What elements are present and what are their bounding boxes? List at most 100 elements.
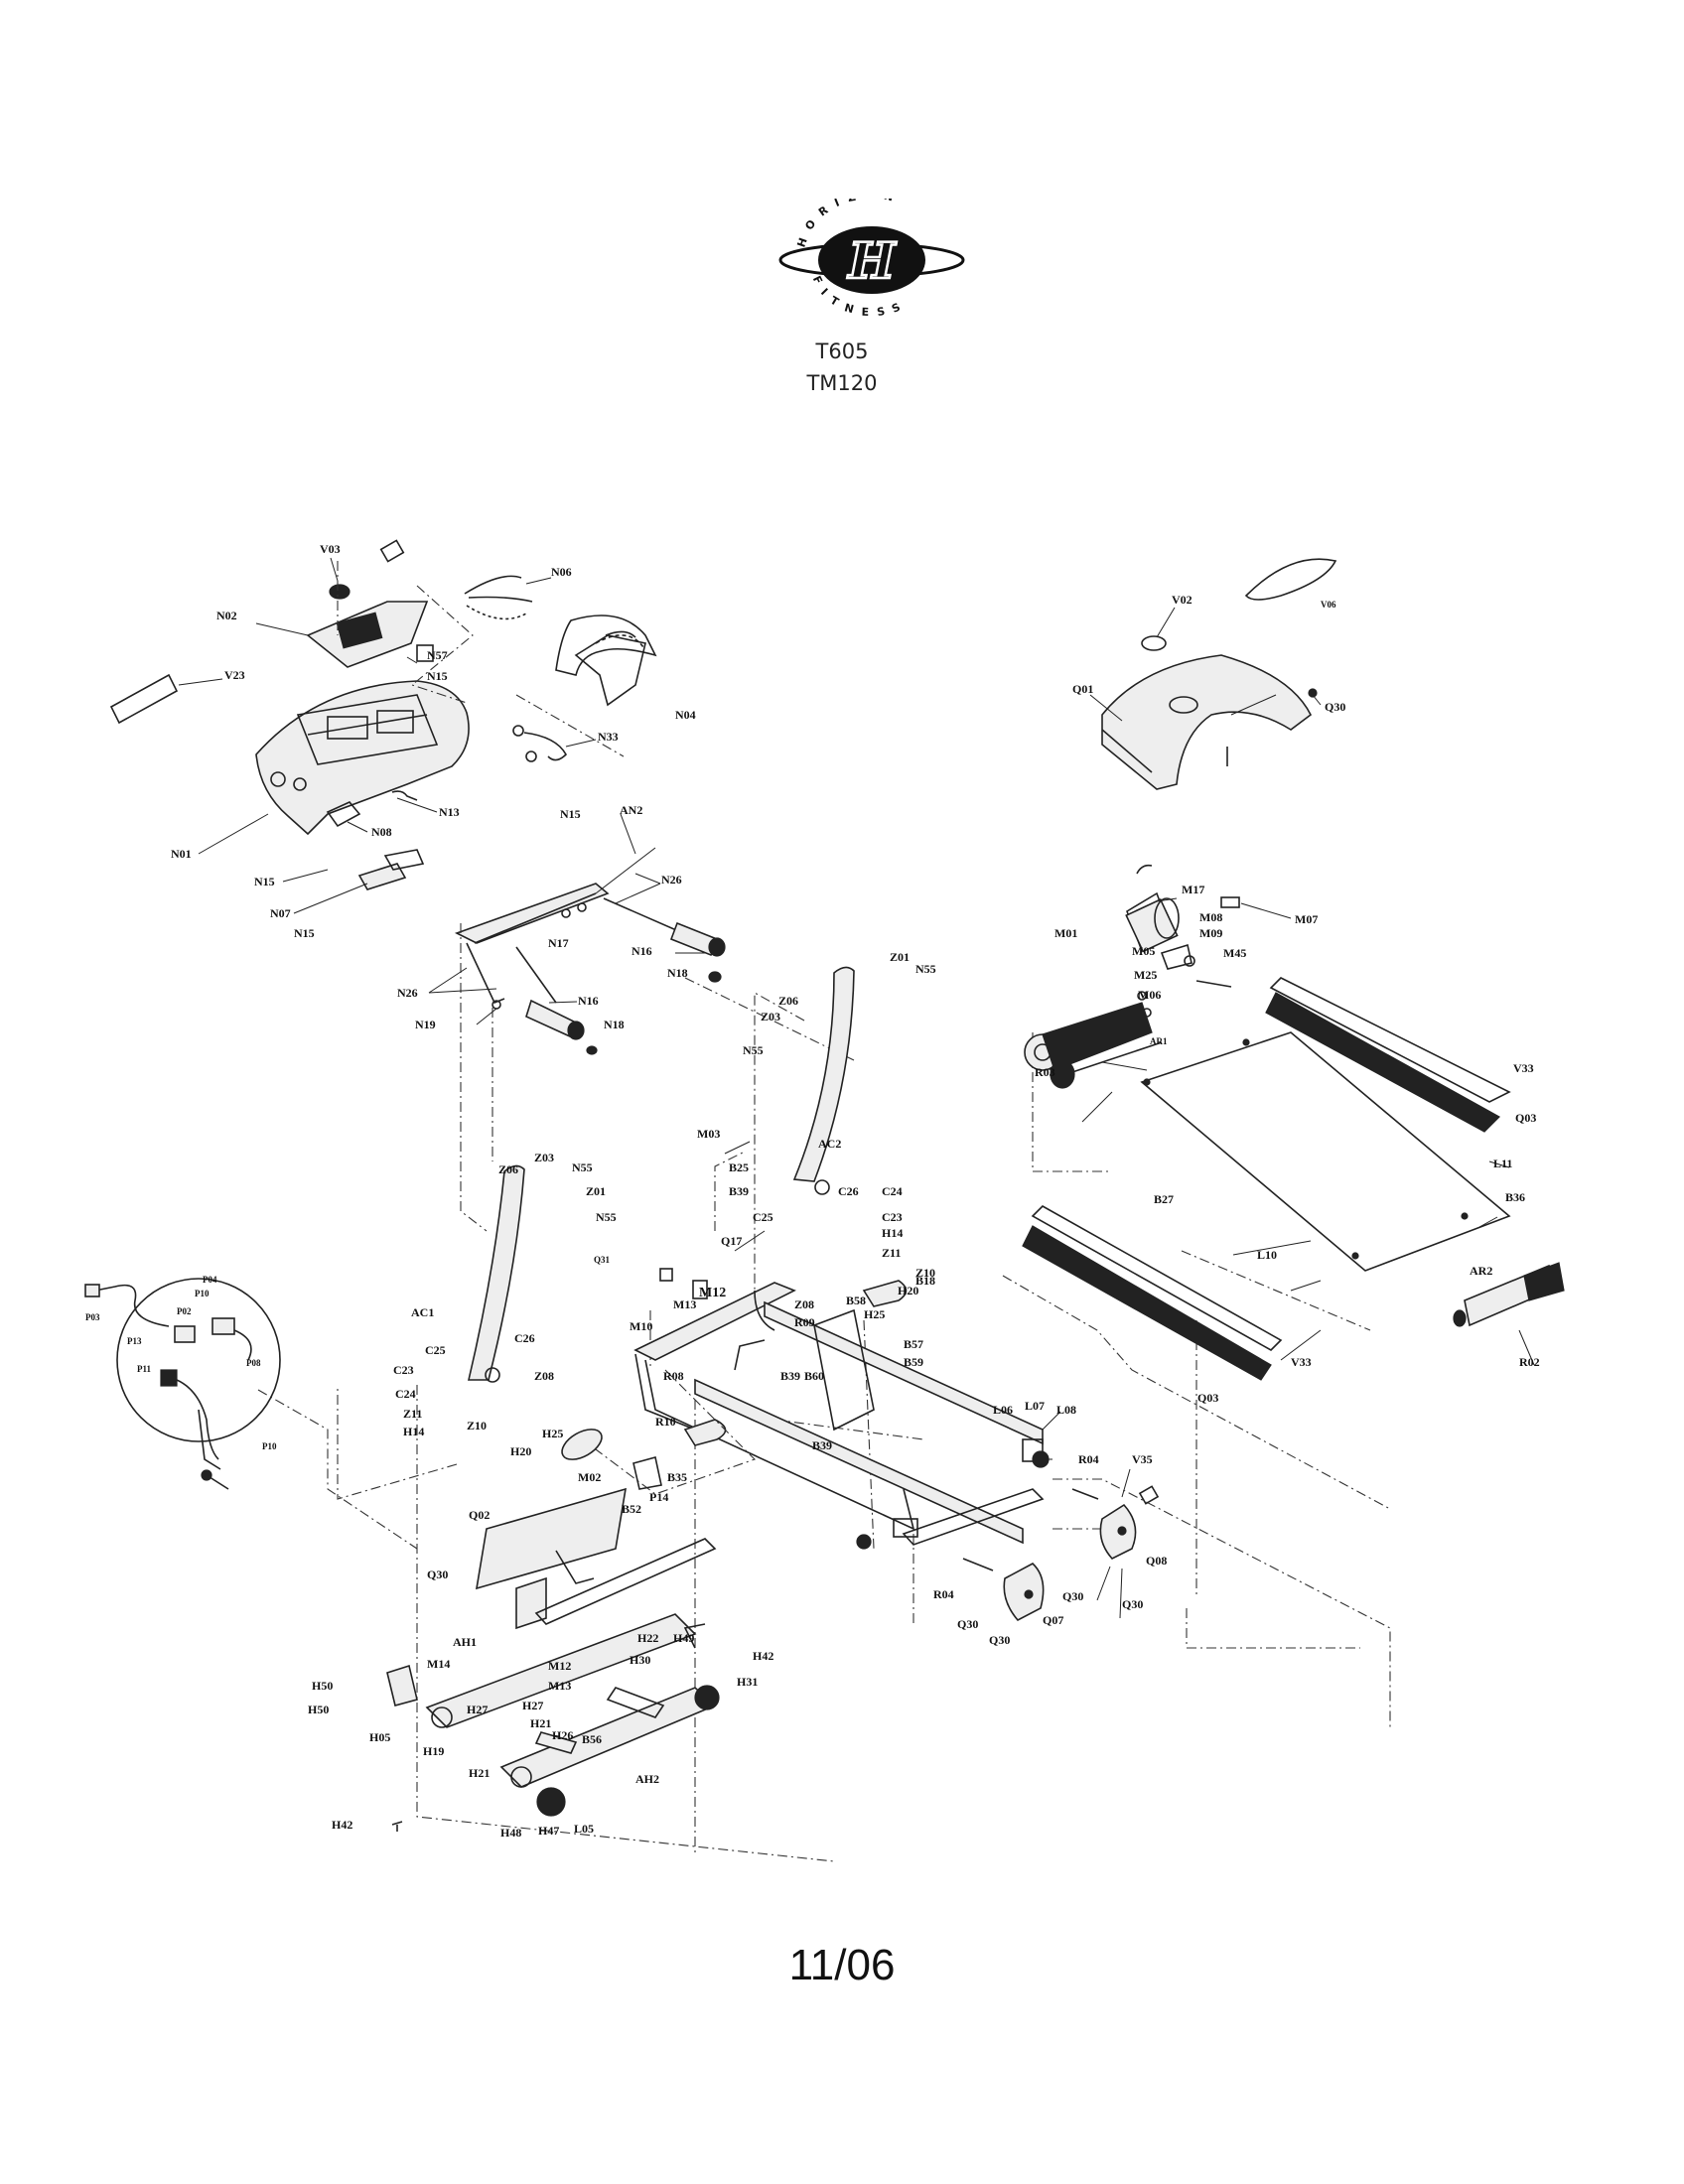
label-Z10b: Z10 <box>467 1419 487 1433</box>
label-L10: L10 <box>1257 1248 1277 1262</box>
label-H14b: H14 <box>403 1425 424 1438</box>
label-L08: L08 <box>1056 1403 1076 1417</box>
label-V23: V23 <box>224 668 245 682</box>
label-AH1: AH1 <box>453 1635 477 1649</box>
label-H14a: H14 <box>882 1226 903 1240</box>
label-AC2: AC2 <box>818 1137 841 1151</box>
label-M10: M10 <box>630 1319 652 1333</box>
label-N17: N17 <box>548 936 569 950</box>
label-Z08a: Z08 <box>794 1297 814 1311</box>
label-N07: N07 <box>270 906 291 920</box>
label-N08: N08 <box>371 825 392 839</box>
handlebar-assembly <box>454 883 726 1055</box>
label-H20b: H20 <box>510 1444 531 1458</box>
label-Z03b: Z03 <box>534 1151 554 1164</box>
label-N55a: N55 <box>915 962 936 976</box>
label-H25b: H25 <box>542 1427 563 1440</box>
label-V03: V03 <box>320 542 341 556</box>
label-H27b: H27 <box>522 1699 543 1712</box>
label-H21a: H21 <box>530 1716 551 1730</box>
label-AR1: AR1 <box>1150 1036 1168 1046</box>
label-Q30d: Q30 <box>957 1617 978 1631</box>
label-Q07: Q07 <box>1043 1613 1063 1627</box>
label-N04: N04 <box>675 708 696 722</box>
label-C26b: C26 <box>514 1331 535 1345</box>
label-L11: L11 <box>1493 1157 1512 1170</box>
label-L07: L07 <box>1025 1399 1045 1413</box>
label-Z01b: Z01 <box>586 1184 606 1198</box>
label-M01: M01 <box>1054 926 1077 940</box>
label-H27a: H27 <box>467 1703 488 1716</box>
label-P10b: P10 <box>262 1441 277 1451</box>
label-B58: B58 <box>846 1294 866 1307</box>
label-Q30f: Q30 <box>427 1568 448 1581</box>
label-H26: H26 <box>552 1728 573 1742</box>
label-Z10a: Z10 <box>915 1266 935 1280</box>
power-entry-detail <box>84 1278 281 1490</box>
label-N13: N13 <box>439 805 460 819</box>
label-B57: B57 <box>904 1337 923 1351</box>
label-R02: R02 <box>1519 1355 1540 1369</box>
label-AC1: AC1 <box>411 1305 434 1319</box>
label-Q17: Q17 <box>721 1234 742 1248</box>
label-Q30e: Q30 <box>989 1633 1010 1647</box>
label-P03: P03 <box>85 1312 100 1322</box>
label-B18: B18 <box>915 1274 935 1288</box>
label-H48: H48 <box>500 1826 521 1840</box>
label-N16b: N16 <box>578 994 599 1008</box>
label-N26b: N26 <box>397 986 418 1000</box>
label-M09: M09 <box>1199 926 1222 940</box>
label-B39c: B39 <box>812 1438 832 1452</box>
label-H47: H47 <box>538 1824 559 1838</box>
label-H20a: H20 <box>898 1284 918 1297</box>
label-Q30c: Q30 <box>1122 1597 1143 1611</box>
label-C26a: C26 <box>838 1184 859 1198</box>
label-AR2: AR2 <box>1470 1264 1492 1278</box>
label-N15c: N15 <box>254 875 275 888</box>
label-V33b: V33 <box>1291 1355 1312 1369</box>
label-R03: R03 <box>1035 1065 1055 1079</box>
label-C25b: C25 <box>425 1343 446 1357</box>
label-Q02: Q02 <box>469 1508 490 1522</box>
label-V35: V35 <box>1132 1452 1153 1466</box>
label-C24a: C24 <box>882 1184 903 1198</box>
horizon-fitness-logo: HORIZON FITNESS H <box>774 189 968 319</box>
label-R04b: R04 <box>933 1587 954 1601</box>
label-B60: B60 <box>804 1369 824 1383</box>
label-N16a: N16 <box>632 944 652 958</box>
label-B39b: B39 <box>780 1369 800 1383</box>
label-N18b: N18 <box>604 1018 625 1031</box>
model-number-2: TM120 <box>806 371 878 395</box>
label-Z01a: Z01 <box>890 950 910 964</box>
revision-date: 11/06 <box>788 1941 896 1989</box>
label-P02: P02 <box>177 1306 192 1316</box>
label-M02: M02 <box>578 1470 601 1484</box>
label-N02: N02 <box>216 609 237 622</box>
label-B56: B56 <box>582 1732 602 1746</box>
label-B27: B27 <box>1154 1192 1174 1206</box>
label-H22: H22 <box>637 1631 658 1645</box>
label-N06: N06 <box>551 565 572 579</box>
motor-assembly <box>1024 864 1240 1089</box>
label-L06: L06 <box>993 1403 1013 1417</box>
label-leaders <box>178 557 1535 1619</box>
label-M13b: M13 <box>548 1679 571 1693</box>
label-B39a: B39 <box>729 1184 749 1198</box>
label-Z03a: Z03 <box>761 1010 780 1024</box>
label-H30: H30 <box>630 1653 650 1667</box>
label-B59: B59 <box>904 1355 923 1369</box>
label-Z06a: Z06 <box>778 994 798 1008</box>
label-N15b: N15 <box>560 807 581 821</box>
label-Q08: Q08 <box>1146 1554 1167 1568</box>
label-H49: H49 <box>673 1631 694 1645</box>
label-M07: M07 <box>1295 912 1318 926</box>
label-Q03a: Q03 <box>1515 1111 1536 1125</box>
label-N57: N57 <box>427 648 448 662</box>
label-B25: B25 <box>729 1160 749 1174</box>
label-H19: H19 <box>423 1744 444 1758</box>
label-Q01: Q01 <box>1072 682 1093 696</box>
label-M25: M25 <box>1134 968 1157 982</box>
label-N33: N33 <box>598 730 619 744</box>
label-R04a: R04 <box>1078 1452 1099 1466</box>
